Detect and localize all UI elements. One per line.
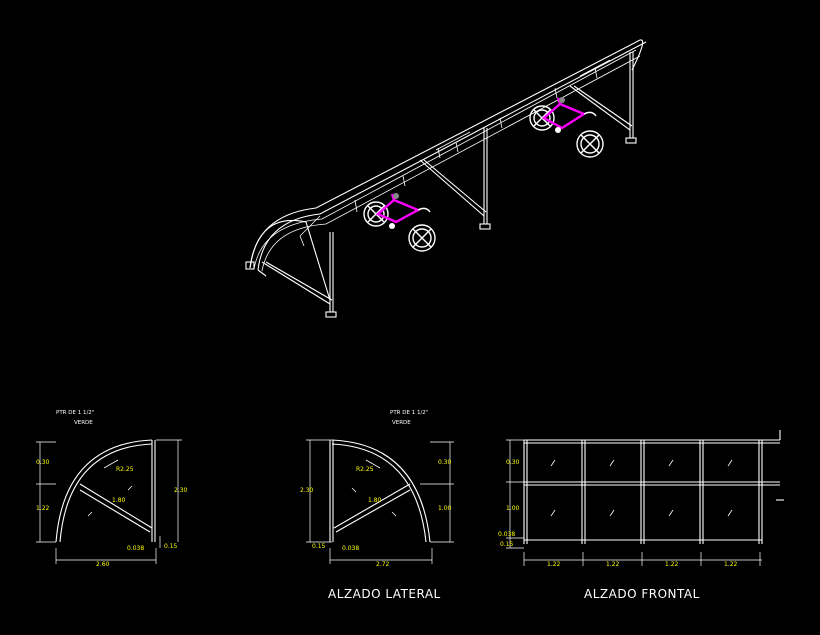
- left-side-elevation: PTR DE 1 1/2" VERDE 0.30 1.22 R2.25 1.80…: [36, 410, 188, 568]
- dimension-label: R2.25: [356, 466, 374, 473]
- frontal-elevation-title: ALZADO FRONTAL: [584, 587, 700, 601]
- front-elevation: 0.30 1.00 0.038 0.15 1.22 1.22 1.22 1.22: [498, 430, 784, 568]
- material-note: PTR DE 1 1/2": [56, 410, 94, 416]
- dimension-label: 1.00: [506, 505, 520, 512]
- dimension-label: 2.72: [376, 561, 390, 568]
- material-note: PTR DE 1 1/2": [390, 410, 428, 416]
- dimension-label: 0.038: [342, 545, 359, 552]
- dimension-label: 0.038: [498, 531, 515, 538]
- dimension-label: 2.30: [174, 487, 188, 494]
- middle-side-elevation: PTR DE 1 1/2" VERDE 2.30 R2.25 1.80 0.30…: [300, 410, 454, 568]
- bay-width-label: 1.22: [606, 561, 620, 568]
- dimension-label: 0.30: [506, 459, 520, 466]
- dimension-label: 1.80: [112, 497, 126, 504]
- lateral-elevation-title: ALZADO LATERAL: [328, 587, 441, 601]
- dimension-label: R2.25: [116, 466, 134, 473]
- bay-width-label: 1.22: [665, 561, 679, 568]
- bicycle-icon: [363, 193, 436, 252]
- material-note: VERDE: [392, 420, 411, 426]
- dimension-label: 1.80: [368, 497, 382, 504]
- bicycle-icon: [529, 97, 604, 158]
- dimension-label: 0.30: [36, 459, 50, 466]
- dimension-label: 1.00: [438, 505, 452, 512]
- dimension-label: 0.038: [127, 545, 144, 552]
- dimension-label: 1.22: [36, 505, 50, 512]
- bay-width-label: 1.22: [724, 561, 738, 568]
- dimension-label: 0.15: [312, 543, 326, 550]
- dimension-label: 2.60: [96, 561, 110, 568]
- dimension-label: 0.30: [438, 459, 452, 466]
- bay-width-label: 1.22: [547, 561, 561, 568]
- dimension-label: 2.30: [300, 487, 314, 494]
- dimension-label: 0.15: [164, 543, 178, 550]
- dimension-label: 0.15: [500, 541, 514, 548]
- isometric-shelter: [245, 39, 647, 318]
- material-note: VERDE: [74, 420, 93, 426]
